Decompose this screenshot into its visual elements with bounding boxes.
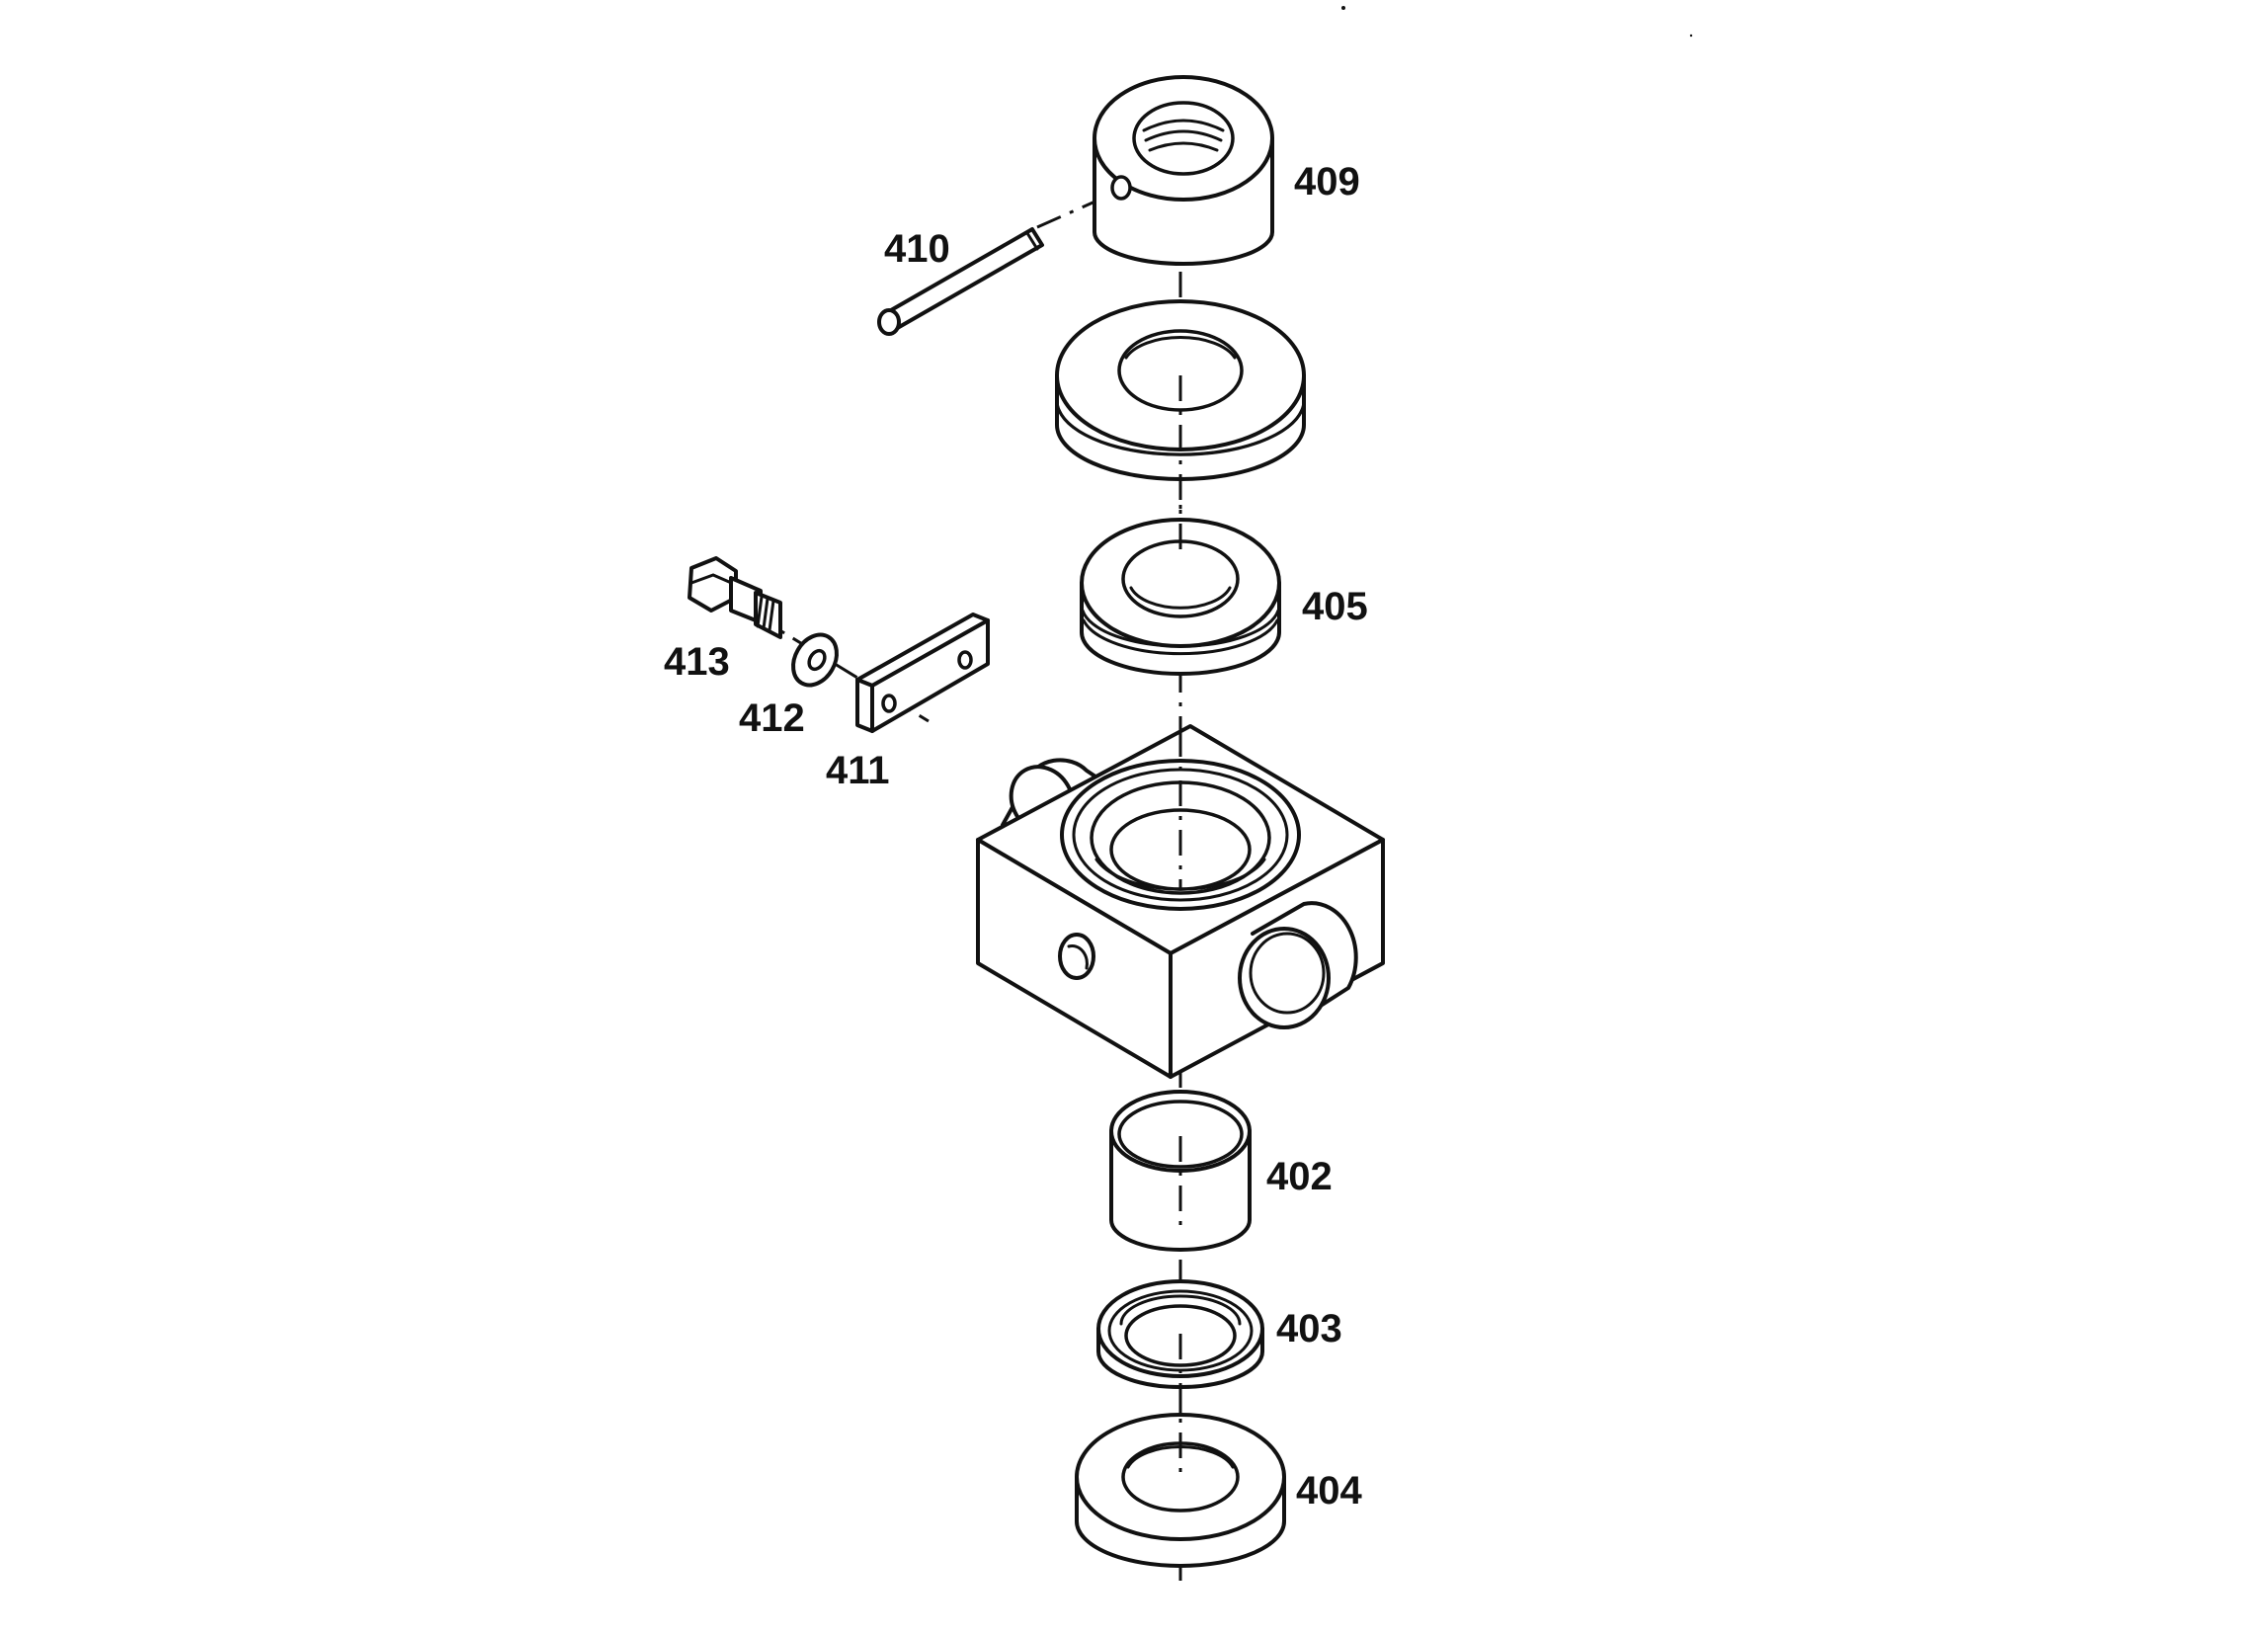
label-403: 403 bbox=[1276, 1307, 1342, 1350]
label-402: 402 bbox=[1266, 1155, 1333, 1198]
label-410: 410 bbox=[884, 227, 950, 271]
part-409-nut bbox=[1093, 75, 1274, 266]
part-402-bushing bbox=[1109, 1090, 1252, 1252]
part-413-bolt bbox=[688, 556, 782, 639]
label-411: 411 bbox=[826, 749, 890, 792]
label-412: 412 bbox=[739, 696, 805, 740]
label-413: 413 bbox=[664, 640, 730, 684]
part-410-pin bbox=[877, 227, 1044, 336]
housing-block bbox=[976, 724, 1385, 1079]
label-405: 405 bbox=[1302, 585, 1368, 628]
part-403-seal bbox=[1096, 1279, 1264, 1389]
part-411-plate bbox=[855, 613, 990, 733]
scan-speck bbox=[1341, 6, 1345, 10]
scan-speck bbox=[1689, 34, 1693, 38]
pin-axis bbox=[1036, 186, 1127, 229]
label-404: 404 bbox=[1296, 1469, 1362, 1513]
part-405-seal bbox=[1080, 518, 1281, 676]
label-409: 409 bbox=[1294, 160, 1360, 204]
part-412-washer bbox=[791, 632, 839, 688]
part-404-washer bbox=[1075, 1413, 1286, 1568]
